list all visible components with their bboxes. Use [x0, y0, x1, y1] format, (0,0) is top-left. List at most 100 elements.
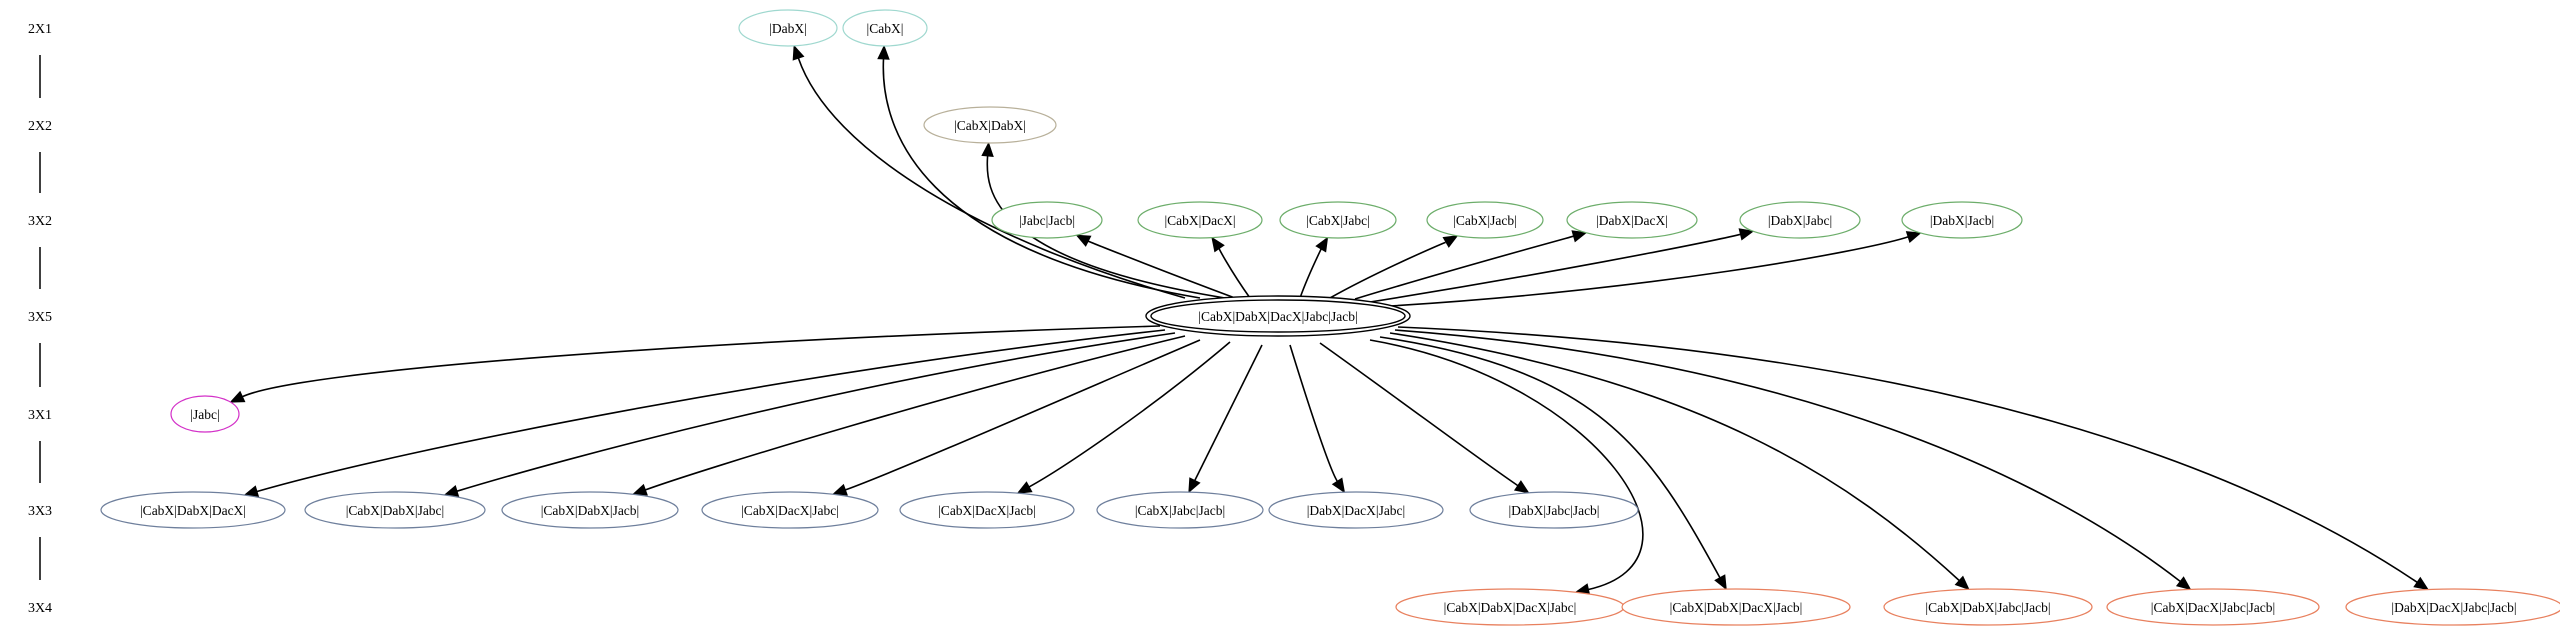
node[interactable]: |DabX| [738, 9, 838, 47]
arrowhead [631, 483, 648, 496]
node-label: |CabX|DacX|Jabc|Jacb| [2151, 600, 2275, 615]
node[interactable]: |CabX|DacX|Jabc|Jacb| [2106, 588, 2320, 626]
edge [456, 332, 1176, 492]
node[interactable]: |CabX|DacX|Jacb| [899, 491, 1075, 529]
node-ellipse [899, 491, 1075, 529]
node[interactable]: |DabX|DacX|Jabc|Jacb| [2345, 588, 2560, 626]
edge [645, 335, 1186, 491]
node-label: |CabX|Jabc|Jacb| [1135, 503, 1225, 518]
node[interactable]: |DabX|Jacb| [1901, 201, 2023, 239]
node[interactable]: |CabX|DacX| [1137, 201, 1263, 239]
rank-label: 3X5 [28, 310, 52, 325]
node-ellipse [1566, 201, 1698, 239]
node-label: |CabX|Jabc| [1306, 213, 1370, 228]
nodes: |DabX| |CabX| |CabX|DabX| |Jabc|Jacb| |CabX|… [100, 9, 2560, 626]
node-ellipse [170, 395, 240, 433]
node-label: |Jabc|Jacb| [1019, 213, 1075, 228]
arrowhead [1211, 236, 1225, 253]
edge [797, 57, 1186, 299]
node-ellipse [738, 9, 838, 47]
edge [256, 329, 1166, 493]
arrowhead [1315, 236, 1329, 253]
node-ellipse [2106, 588, 2320, 626]
node-label: |CabX|DacX|Jabc| [741, 503, 839, 518]
node-label: |CabX|DabX|Jabc|Jacb| [1925, 600, 2050, 615]
edges [229, 44, 2430, 596]
node[interactable]: |CabX|Jacb| [1426, 201, 1544, 239]
node[interactable]: |CabX|DabX|Jabc|Jacb| [1883, 588, 2093, 626]
node-ellipse [991, 201, 1103, 239]
node-label: |DabX| [769, 21, 807, 36]
node-label: |CabX|DabX|Jabc| [346, 503, 445, 518]
node[interactable]: |CabX|DabX|Jabc| [304, 491, 486, 529]
arrowhead [1571, 230, 1588, 243]
node[interactable]: |DabX|DacX|Jabc| [1268, 491, 1444, 529]
node-label: |CabX|Jacb| [1453, 213, 1517, 228]
node-ellipse [1268, 491, 1444, 529]
edge [1397, 326, 2418, 583]
node-label: |DabX|Jacb| [1930, 213, 1994, 228]
edge [845, 339, 1201, 491]
node[interactable]: |CabX|DabX| [923, 106, 1057, 144]
arrowhead [1905, 231, 1922, 243]
node[interactable]: |DabX|Jabc|Jacb| [1469, 491, 1639, 529]
arrowhead [981, 141, 994, 157]
rank-label: 3X4 [28, 601, 52, 616]
node-ellipse [701, 491, 879, 529]
edge [1028, 341, 1231, 488]
edge [1329, 241, 1447, 299]
arrowhead [1188, 477, 1201, 494]
node[interactable]: |Jabc|Jacb| [991, 201, 1103, 239]
arrowhead [1016, 481, 1033, 494]
node-ellipse [1901, 201, 2023, 239]
node[interactable]: |CabX| [842, 9, 928, 47]
node-label: |CabX| [867, 21, 904, 36]
edge [1394, 329, 2181, 583]
node[interactable]: |DabX|Jabc| [1739, 201, 1861, 239]
arrowhead [1331, 477, 1346, 494]
arrowhead [1738, 228, 1755, 241]
node[interactable]: |CabX|DacX|Jabc| [701, 491, 879, 529]
node[interactable]: |CabX|DabX|DacX| [100, 491, 286, 529]
edge [1217, 246, 1251, 299]
node[interactable]: |DabX|DacX| [1566, 201, 1698, 239]
node[interactable]: |CabX|DabX|DacX|Jabc| [1395, 588, 1625, 626]
node[interactable]: |Jabc| [170, 395, 240, 433]
arrowhead [2175, 576, 2192, 591]
node-label: |CabX|DabX|DacX|Jacb| [1670, 600, 1803, 615]
node-ellipse [1739, 201, 1861, 239]
node[interactable]: |CabX|DabX|Jacb| [501, 491, 679, 529]
center-node-inner-ellipse [1150, 299, 1406, 333]
node-label: |DabX|DacX|Jabc| [1307, 503, 1406, 518]
arrowhead [2413, 576, 2430, 591]
node-ellipse [1426, 201, 1544, 239]
center-node[interactable]: |CabX|DabX|DacX|Jabc|Jacb| [1145, 295, 1411, 337]
node[interactable]: |CabX|Jabc|Jacb| [1096, 491, 1264, 529]
node-ellipse [1096, 491, 1264, 529]
edge [1289, 344, 1338, 482]
node-label: |CabX|DabX| [954, 118, 1026, 133]
rank-label: 2X1 [28, 22, 52, 37]
rank-label: 3X3 [28, 504, 52, 519]
node-ellipse [1621, 588, 1851, 626]
node-label: |CabX|DacX|Jacb| [938, 503, 1036, 518]
node-ellipse [1469, 491, 1639, 529]
arrowhead [877, 44, 890, 60]
arrowhead [1513, 480, 1530, 494]
arrowhead [1954, 575, 1970, 591]
rank-label: 3X2 [28, 214, 52, 229]
edge [1369, 339, 1644, 591]
arrowhead [792, 44, 805, 61]
node-label: |DabX|Jabc| [1768, 213, 1832, 228]
node-ellipse [1137, 201, 1263, 239]
edge [1194, 344, 1263, 481]
edge [1087, 240, 1236, 299]
node[interactable]: |CabX|Jabc| [1279, 201, 1397, 239]
node-label: |CabX|DacX| [1164, 213, 1235, 228]
edge [1369, 233, 1741, 303]
edge [1299, 247, 1323, 299]
node-ellipse [100, 491, 286, 529]
node[interactable]: |CabX|DabX|DacX|Jacb| [1621, 588, 1851, 626]
